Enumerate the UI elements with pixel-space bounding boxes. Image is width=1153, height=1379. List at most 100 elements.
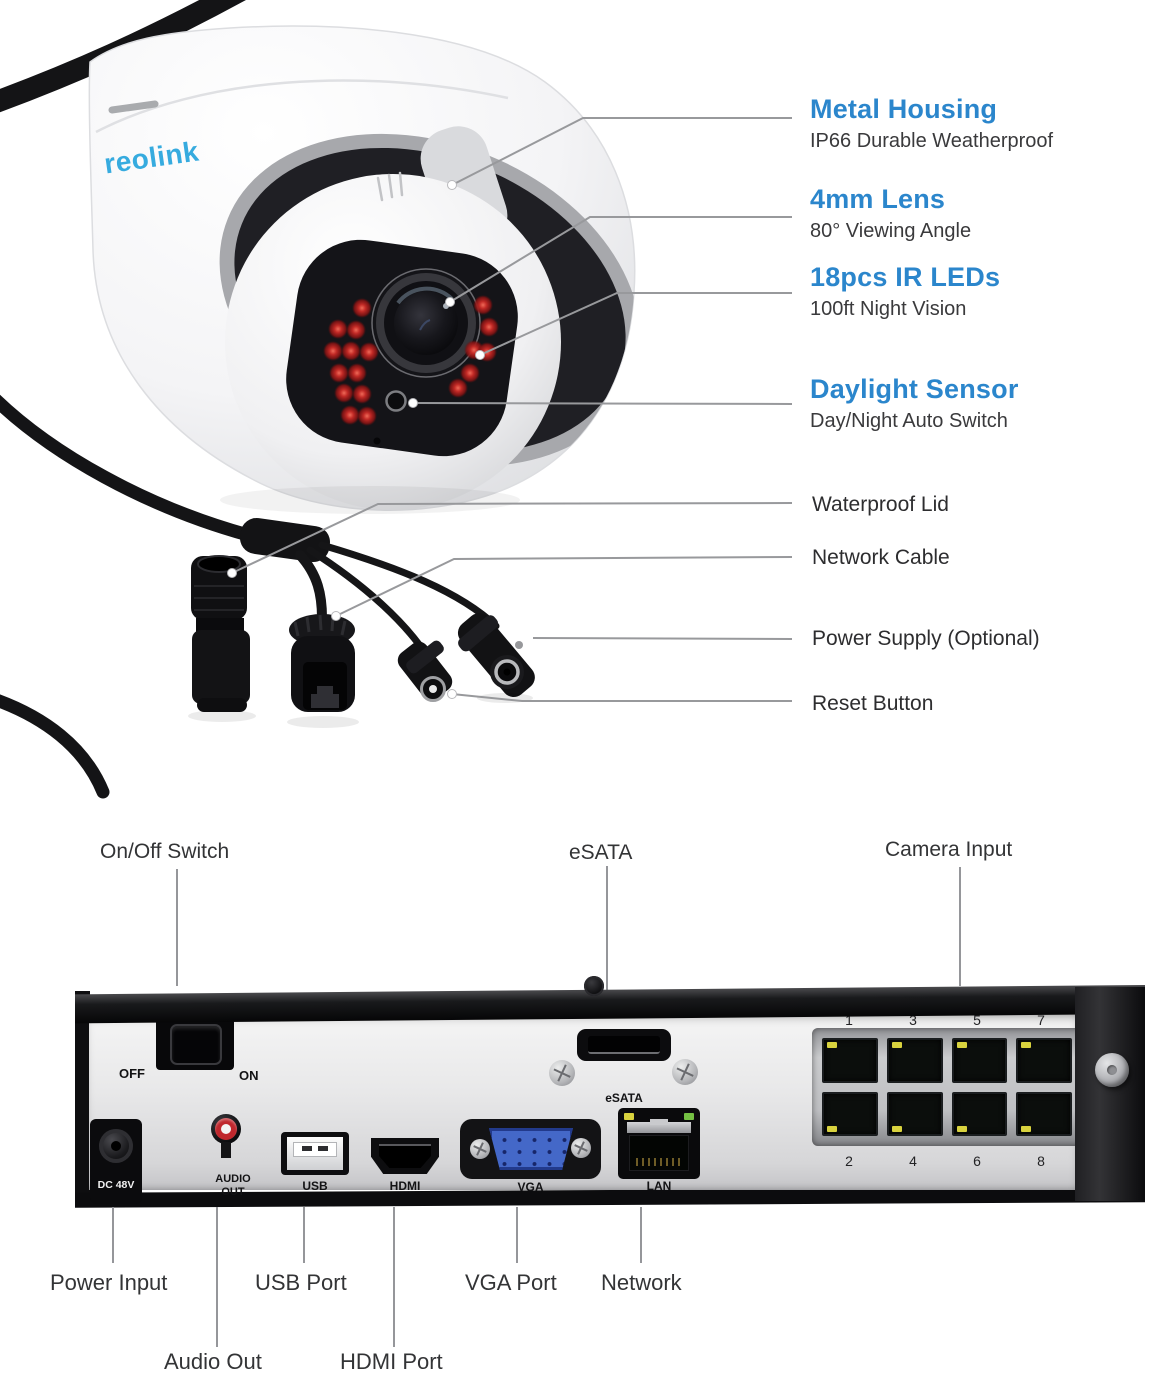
daylight-sensor — [385, 390, 407, 412]
leader-usb-port — [303, 1207, 305, 1263]
ir-leds — [323, 295, 499, 426]
esata-screw-left — [549, 1060, 575, 1086]
port-led — [827, 1126, 837, 1132]
audio-label-line1: AUDIO — [215, 1173, 251, 1185]
usb-contact — [302, 1146, 312, 1151]
port-number: 6 — [973, 1153, 981, 1169]
port-number: 4 — [909, 1153, 917, 1169]
rca-stem — [221, 1142, 231, 1158]
nvr-face: OFF ON DC 48V AUDIO OUT — [89, 1012, 1082, 1204]
leader-on-off — [176, 869, 178, 986]
port-led — [956, 1042, 967, 1048]
lan-label: LAN — [646, 1179, 672, 1193]
label-network: Network — [601, 1270, 682, 1295]
vga-screw-right — [571, 1138, 591, 1158]
label-waterproof-lid: Waterproof Lid — [812, 493, 949, 516]
dc-label: DC 48V — [97, 1179, 135, 1191]
power-switch — [156, 1015, 234, 1070]
leader-power-input — [112, 1207, 114, 1263]
callout-title: Daylight Sensor — [810, 374, 1019, 404]
label-camera-input: Camera Input — [885, 838, 1013, 861]
callout-ir-leds: 18pcs IR LEDs 100ft Night Vision — [810, 262, 1000, 321]
reset-connector — [397, 640, 453, 702]
leader-audio-out — [216, 1207, 218, 1347]
esata-screw-right — [672, 1059, 698, 1085]
callout-title: Metal Housing — [810, 94, 998, 124]
callout-lens: 4mm Lens 80° Viewing Angle — [810, 184, 971, 243]
vga-connector — [489, 1128, 573, 1170]
callout-subtitle: Day/Night Auto Switch — [810, 410, 1008, 432]
waterproof-lid — [188, 555, 256, 722]
port-number: 8 — [1037, 1153, 1045, 1169]
poe-port-5 — [951, 1038, 1008, 1083]
poe-port-7 — [1016, 1038, 1072, 1083]
callout-daylight-sensor: Daylight Sensor Day/Night Auto Switch — [810, 374, 1019, 433]
lan-metal-clip — [627, 1119, 691, 1133]
dc-power-connector — [457, 613, 535, 703]
port-led — [1021, 1042, 1032, 1048]
callout-title: 18pcs IR LEDs — [810, 262, 1001, 292]
usb-port — [281, 1132, 349, 1175]
hdmi-label: HDMI — [389, 1179, 421, 1193]
port-number: 1 — [845, 1012, 853, 1028]
hdmi-inner — [379, 1144, 431, 1168]
poe-port-2 — [822, 1091, 878, 1136]
poe-port-4 — [886, 1091, 943, 1136]
usb-label: USB — [302, 1179, 328, 1193]
leader-vga-port — [516, 1207, 518, 1263]
leader-esata — [606, 866, 608, 994]
usb-contact — [318, 1146, 328, 1151]
poe-port-1 — [822, 1038, 878, 1083]
label-power-input: Power Input — [50, 1270, 168, 1295]
esata-label: eSATA — [605, 1091, 643, 1105]
poe-port-3 — [886, 1038, 943, 1083]
hdmi-port — [371, 1138, 439, 1174]
ball-ridges — [376, 171, 404, 202]
label-vga-port: VGA Port — [465, 1270, 557, 1295]
port-led — [891, 1042, 902, 1048]
poe-port-6 — [951, 1091, 1008, 1136]
port-led — [1021, 1126, 1032, 1132]
power-switch-rocker — [170, 1024, 222, 1065]
poe-port-block — [812, 1028, 1082, 1146]
label-usb-port: USB Port — [255, 1270, 347, 1295]
rca-center — [221, 1124, 231, 1134]
leader-network — [640, 1207, 642, 1263]
on-label: ON — [239, 1068, 259, 1083]
lan-led-green — [684, 1113, 694, 1120]
label-power-supply: Power Supply (Optional) — [812, 627, 1040, 650]
thumbscrew — [1095, 1053, 1129, 1087]
label-esata-top: eSATA — [569, 841, 633, 864]
port-led — [891, 1126, 902, 1132]
dc-jack — [99, 1129, 133, 1163]
audio-out-jack — [211, 1114, 241, 1144]
poe-port-8 — [1016, 1091, 1072, 1136]
label-network-cable: Network Cable — [812, 546, 950, 569]
port-led — [827, 1042, 837, 1048]
callout-subtitle: 80° Viewing Angle — [810, 220, 972, 242]
port-number: 3 — [909, 1012, 917, 1028]
off-label: OFF — [119, 1066, 145, 1081]
esata-port — [577, 1029, 671, 1061]
vga-screw-left — [470, 1139, 490, 1159]
lan-led-yellow — [624, 1113, 634, 1120]
callout-metal-housing: Metal Housing IP66 Durable Weatherproof — [810, 94, 1053, 153]
leader-camera-input — [959, 867, 961, 986]
callout-lines — [231, 117, 793, 702]
port-led — [956, 1126, 967, 1132]
vga-label: VGA — [517, 1180, 544, 1194]
port-number: 5 — [973, 1012, 981, 1028]
esata-slot — [588, 1036, 660, 1054]
lan-pins — [636, 1158, 682, 1166]
label-audio-out: Audio Out — [164, 1349, 262, 1374]
callout-title: 4mm Lens — [810, 184, 946, 214]
callout-dots — [227, 180, 485, 699]
callout-subtitle: IP66 Durable Weatherproof — [810, 130, 1054, 152]
port-number: 2 — [845, 1153, 853, 1169]
cable-junction — [240, 517, 500, 661]
label-on-off-switch: On/Off Switch — [100, 840, 230, 863]
top-screw — [584, 976, 604, 996]
audio-label-line2: OUT — [221, 1186, 245, 1199]
usb-inner — [287, 1137, 343, 1170]
